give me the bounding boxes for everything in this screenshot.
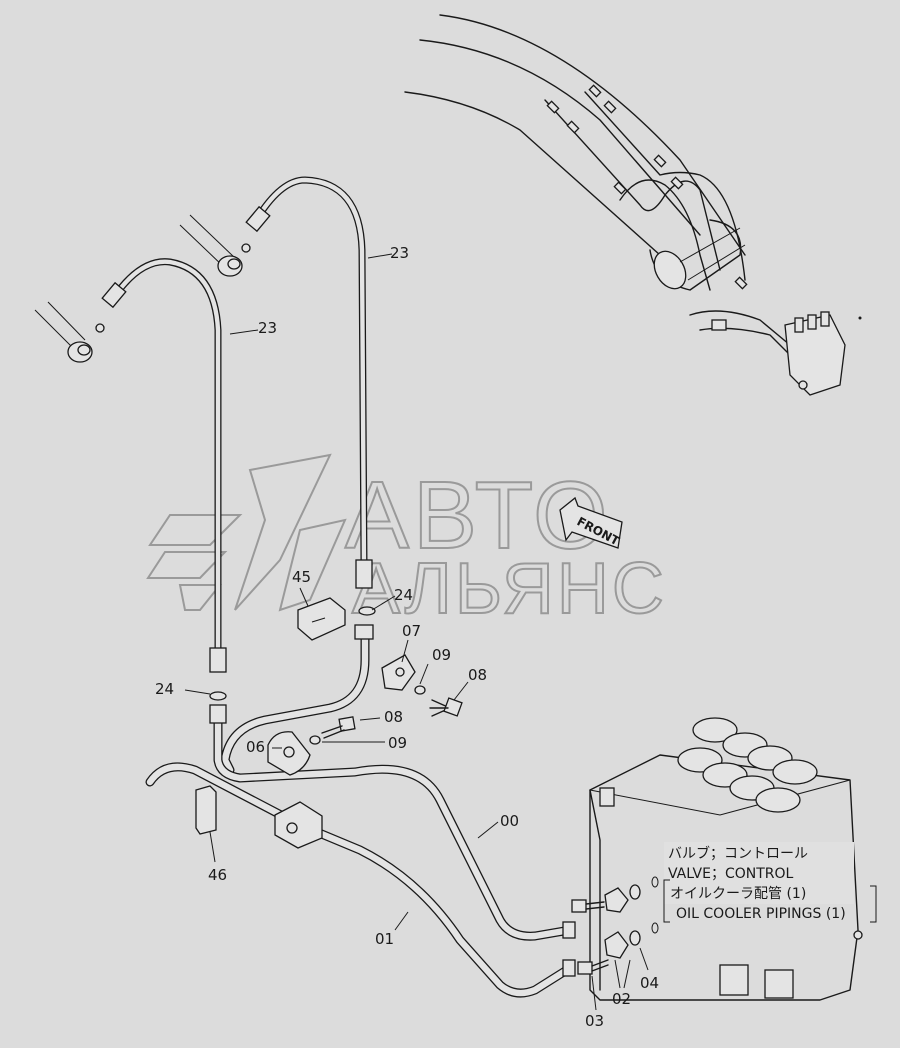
label-23-left: 23 (258, 319, 277, 337)
label-01: 01 (375, 930, 394, 948)
label-03: 03 (585, 1012, 604, 1030)
spacer-46 (195, 785, 217, 835)
reference-notes: バルブ；コントロール VALVE；CONTROL オイルクーラ配管 (1) OI… (663, 842, 877, 923)
label-46: 46 (208, 866, 227, 884)
washer-09-lower (309, 735, 321, 745)
label-24-right: 24 (394, 586, 413, 604)
watermark-logo: АВТО АЛЬЯНС (146, 453, 667, 630)
leader-lines (184, 253, 649, 1011)
label-45: 45 (292, 568, 311, 586)
watermark-wing-icon (146, 453, 347, 612)
label-00: 00 (500, 812, 519, 830)
note-valve-en: VALVE；CONTROL (668, 866, 794, 882)
note-cooler-jp: オイルクーラ配管 (1) (670, 886, 806, 902)
flange-02-lower (604, 931, 629, 959)
o-ring-04-upper (629, 884, 641, 900)
label-23-right: 23 (390, 244, 409, 262)
cylinder-port-fittings (34, 214, 251, 363)
watermark-line2: АЛЬЯНС (352, 549, 667, 629)
valve-spools (677, 717, 818, 813)
control-valve (589, 717, 863, 1001)
boom-assembly (404, 14, 746, 291)
bolt-03-lower (577, 959, 609, 975)
note-cooler-en: OIL COOLER PIPINGS (1) (676, 906, 846, 922)
bolt-08-upper (429, 697, 463, 717)
bolt-08-lower (321, 716, 356, 739)
boom-hydraulic-lines (544, 84, 748, 291)
o-ring-04-lower (629, 930, 641, 946)
label-02: 02 (612, 990, 631, 1008)
label-08-upper: 08 (468, 666, 487, 684)
o-ring-24-right (358, 606, 376, 616)
label-09-upper: 09 (432, 646, 451, 664)
hose-23-right (245, 176, 373, 589)
part-labels: 23 23 24 24 45 07 09 08 08 06 09 46 00 0… (155, 244, 659, 1030)
label-07: 07 (402, 622, 421, 640)
label-24-left: 24 (155, 680, 174, 698)
label-09-lower: 09 (388, 734, 407, 752)
label-04: 04 (640, 974, 659, 992)
flange-02-upper (604, 887, 629, 913)
label-08-lower: 08 (384, 708, 403, 726)
pilot-valve-block (689, 310, 862, 396)
washer-09-upper (414, 685, 426, 695)
bolt-03-upper (571, 899, 605, 913)
o-ring-24-left (209, 691, 227, 701)
note-valve-jp: バルブ；コントロール (668, 845, 808, 862)
hose-23-left (101, 258, 227, 673)
pipe-clamp-block (274, 801, 323, 849)
label-06: 06 (246, 738, 265, 756)
oil-cooler-pipes (145, 624, 576, 998)
